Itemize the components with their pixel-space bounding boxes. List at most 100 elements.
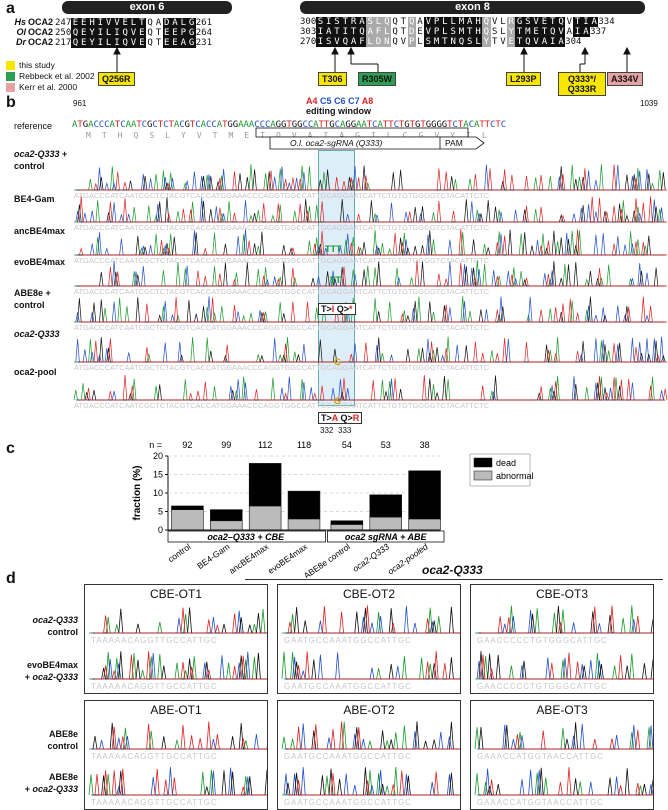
off-target-title: ABE-OT3	[536, 703, 588, 717]
trace-row: ATGACCCATCAATCGCTCTACGTCACCATGGAAACCCAGG…	[73, 374, 668, 410]
trace-sequence: TAAAAACAGGTTGCCATTGC	[91, 752, 218, 761]
legend-swatch-dead	[473, 457, 493, 468]
trace-row: ATGACCCATCAATCGCTCTACGTCACCATGGAAACCCAGG…	[74, 229, 667, 265]
legend-swatch-abnormal	[473, 470, 493, 481]
bar-dead	[210, 509, 243, 522]
trace-line	[75, 229, 664, 256]
legend-swatch-pink	[6, 83, 15, 93]
category-label: ancBE4max	[227, 541, 271, 576]
exon6-end: 261	[195, 18, 212, 28]
bar-abnormal	[287, 518, 321, 531]
trace-sequence: ATGACCCATCAATCGCTCTACGTCACCATGGAAACCCAGG…	[74, 191, 490, 200]
legend-kerr: Kerr et al. 2000	[19, 82, 78, 92]
trace-row: ATGACCCATCAATCGCTCTACGTCACCATGGAAACCCAGG…	[74, 196, 667, 232]
bar-dead	[369, 494, 402, 518]
species-label: Hs	[14, 17, 26, 27]
y-tick-label: 5	[158, 507, 163, 517]
base-c5: C5	[320, 96, 332, 106]
legend-rebbeck: Rebbeck et al. 2002	[19, 71, 95, 81]
bar-abnormal	[408, 518, 441, 531]
trace-line	[481, 729, 653, 750]
edit-call-oca2-q333: G	[334, 357, 342, 367]
exon8-bar: exon 8	[300, 1, 645, 14]
trace-line	[474, 772, 651, 796]
exon8-end: 337	[590, 27, 607, 37]
n-value: 92	[182, 440, 192, 450]
trace-line	[77, 197, 666, 223]
trace-line	[281, 721, 458, 750]
reference-sequence: ATGACCCATCAATCGCTCTACGTCACCATGGAAACCCAGG…	[72, 120, 507, 130]
trace-row: ATGACCCATCAATCGCTCTACGTCACCATGGAAACCCAGG…	[74, 164, 667, 200]
position-start: 961	[73, 99, 87, 108]
trace-line	[92, 722, 267, 750]
base-a4: A4	[306, 96, 318, 106]
trace-line	[282, 766, 458, 796]
exon6-start: 250	[55, 28, 72, 38]
mutation-t306: T306	[318, 72, 347, 86]
trace-label-evobe4max: evoBE4max	[14, 257, 66, 267]
exon8-end: 304	[565, 37, 582, 47]
trace-line	[93, 769, 267, 796]
legend-this-study: this study	[19, 60, 55, 70]
edit-call-ancbe4max: TTT	[325, 244, 342, 254]
n-value: 118	[297, 440, 311, 450]
legend-swatch-yellow	[6, 61, 15, 71]
trace-line	[74, 296, 662, 323]
group-box-cbe	[167, 530, 326, 543]
panel-d-label: d	[6, 570, 16, 587]
trace-sequence: GAACCCCCTGTGGGCATTGC	[477, 636, 608, 645]
bar-abnormal	[171, 509, 204, 531]
edit-call-oca2-pool: G	[334, 396, 342, 406]
trace-line	[481, 605, 653, 634]
bar-abnormal	[210, 520, 243, 531]
exon6-end: 264	[195, 28, 212, 38]
bar-dead	[330, 520, 364, 525]
trace-line	[79, 374, 668, 401]
trace-line	[79, 296, 667, 323]
exon8-start: 303	[300, 27, 317, 37]
trace-line	[79, 229, 667, 256]
base-c7: C7	[348, 96, 360, 106]
exon8-end: 334	[598, 17, 615, 27]
trace-label-control: oca2-Q333 +control	[14, 149, 68, 171]
legend-swatch-green	[6, 72, 15, 82]
reference-label: reference	[14, 121, 53, 131]
trace-label-ancbe4max: ancBE4max	[14, 226, 66, 236]
trace-line	[481, 767, 653, 796]
trace-line	[74, 164, 662, 191]
n-value: 99	[221, 440, 231, 450]
edit-result-top: T>I Q>*	[318, 303, 356, 315]
d-row-label-evobe4max: evoBE4max+ oca2-Q333	[24, 660, 78, 682]
position-end: 1039	[640, 99, 658, 108]
trace-line	[286, 657, 460, 680]
trace-line	[91, 734, 267, 750]
trace-label-abe8e-control: ABE8e +control	[14, 288, 51, 310]
editing-window-title: editing window	[306, 106, 371, 116]
gene-label: OCA2	[28, 27, 54, 37]
panel-b-label: b	[6, 94, 16, 111]
alignment-legend: this study Rebbeck et al. 2002 Kerr et a…	[6, 60, 95, 93]
exon8-start: 300	[300, 17, 317, 27]
mutation-q333: Q333*/ Q333R	[558, 72, 606, 96]
species-label: Ol	[16, 27, 26, 37]
category-label: ABE8e control	[302, 541, 352, 578]
trace-line	[288, 721, 460, 750]
d-row-label-abe8e-oca2: ABE8e+ oca2-Q333	[24, 772, 78, 794]
chromatogram-traces: ATGACCCATCAATCGCTCTACGTCACCATGGAAACCCAGG…	[73, 164, 668, 410]
mutation-q256r: Q256R	[98, 72, 135, 86]
